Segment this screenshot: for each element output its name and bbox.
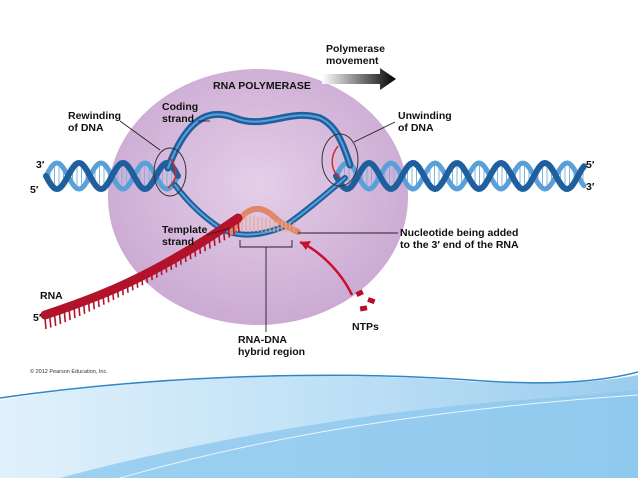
rewinding-region (153, 147, 187, 197)
template-leader (206, 227, 231, 236)
rna-bases (44, 220, 240, 330)
unwinding-label-2: of DNA (398, 122, 434, 134)
hybrid-label-1: RNA-DNA (238, 334, 287, 346)
slide-wave-line-2 (119, 394, 638, 478)
rewinding-leader (119, 120, 161, 151)
nucleotide-label-1: Nucleotide being added (400, 227, 518, 239)
ntps-icon (355, 289, 376, 312)
unwinding-region (321, 133, 359, 187)
hybrid-label-2: hybrid region (238, 346, 305, 358)
left-top-end-label: 3′ (36, 159, 45, 171)
copyright: © 2012 Pearson Education, Inc. (30, 368, 108, 375)
right-top-end-label: 5′ (586, 159, 595, 171)
rna-polymerase-body (108, 69, 408, 325)
right-bottom-end-label: 3′ (586, 181, 595, 193)
unwinding-leader (353, 121, 396, 143)
polymerase-title: RNA POLYMERASE (213, 80, 311, 92)
template-label-1: Template (162, 224, 207, 236)
hybrid-bracket (239, 240, 293, 332)
hybrid-rna-strand (229, 205, 301, 235)
slide-wave-line (0, 371, 638, 399)
nucleotide-label-2: to the 3′ end of the RNA (400, 239, 519, 251)
dna-helix-right (333, 159, 587, 193)
ntps-label: NTPs (352, 321, 379, 333)
left-bottom-end-label: 5′ (30, 184, 39, 196)
polymerase-movement-label-2: movement (326, 55, 379, 67)
unwinding-arrow (331, 145, 341, 179)
template-label-2: strand (162, 236, 194, 248)
unwinding-label-1: Unwinding (398, 110, 452, 122)
rna-5-end-label: 5′ (33, 312, 42, 324)
rewinding-label-2: of DNA (68, 122, 104, 134)
coding-label-1: Coding (162, 101, 198, 113)
rewinding-arrow (167, 157, 177, 189)
coding-label-2: strand (162, 113, 194, 125)
dna-helix-left (43, 159, 181, 193)
rewinding-label-1: Rewinding (68, 110, 121, 122)
polymerase-movement-label-1: Polymerase (326, 43, 385, 55)
rna-label: RNA (40, 290, 63, 302)
polymerase-movement-arrow (322, 68, 396, 90)
